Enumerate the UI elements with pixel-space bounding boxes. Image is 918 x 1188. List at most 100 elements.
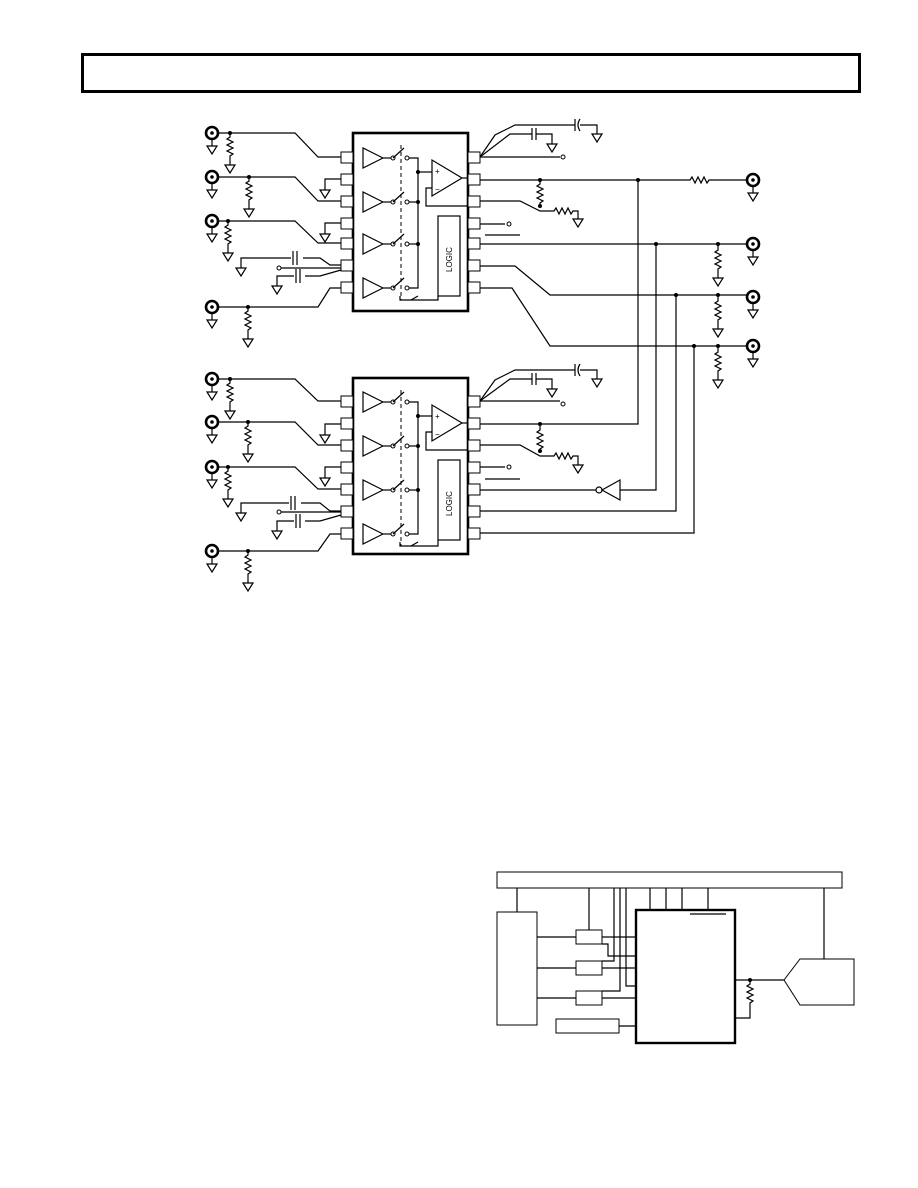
bnc-connector-icon	[204, 371, 220, 387]
capacitor-icon	[292, 250, 298, 266]
ground-icon	[206, 385, 218, 401]
resistor-icon	[226, 378, 234, 406]
bottom-schematic: + − LOGIC	[204, 180, 695, 592]
left-block	[496, 911, 538, 1026]
logic-label-bottom: LOGIC	[445, 491, 454, 516]
ground-icon	[206, 227, 218, 243]
ground-icon	[572, 458, 584, 474]
opamp-minus-label: −	[435, 430, 440, 439]
buffer-icon	[362, 479, 384, 501]
switch-icon	[390, 233, 405, 247]
bus-bar	[496, 871, 843, 889]
ground-icon	[712, 322, 724, 338]
ground-icon	[591, 127, 603, 143]
opamp-plus-label: +	[435, 167, 440, 176]
ground-icon	[206, 313, 218, 329]
opamp-plus-label: +	[435, 412, 440, 421]
latch-block-2	[575, 960, 603, 976]
latch-block-1	[575, 929, 603, 945]
latch-block-3	[575, 990, 603, 1006]
inverter-icon	[600, 478, 621, 502]
chip-bottom-right-pins	[467, 395, 481, 540]
buffer-icon	[362, 147, 384, 169]
ground-icon	[242, 576, 254, 592]
buffer-icon	[362, 523, 384, 545]
resistor-icon	[224, 466, 232, 494]
ground-icon	[319, 183, 331, 199]
switch-icon	[390, 277, 405, 291]
ground-icon	[222, 492, 234, 508]
ground-icon	[747, 186, 759, 202]
bnc-connector-icon	[204, 543, 220, 559]
resistor-icon	[536, 425, 544, 453]
opamp-minus-label: −	[435, 185, 440, 194]
capacitor-icon	[295, 513, 301, 529]
ground-icon	[206, 139, 218, 155]
buffer-icon	[362, 233, 384, 255]
resistor-icon	[536, 179, 544, 207]
chip-bottom-left-pins	[340, 395, 354, 540]
resistor-icon	[226, 132, 234, 160]
system-block-diagram	[496, 871, 855, 1045]
resistor-icon	[245, 176, 253, 204]
resistor-icon	[244, 306, 252, 334]
ground-icon	[206, 428, 218, 444]
ground-icon	[235, 506, 247, 522]
ground-icon	[243, 202, 255, 218]
buffer-icon	[362, 391, 384, 413]
resistor-icon	[714, 296, 722, 324]
bnc-connector-icon	[745, 172, 761, 188]
resistor-icon	[685, 176, 713, 184]
ground-icon	[546, 137, 558, 153]
ground-icon	[747, 303, 759, 319]
capacitor-icon	[290, 495, 296, 511]
logic-block-bottom	[437, 459, 461, 541]
switch-icon	[390, 191, 405, 205]
buffer-icon	[362, 191, 384, 213]
ground-icon	[271, 524, 283, 540]
ground-icon	[206, 473, 218, 489]
ground-icon	[712, 271, 724, 287]
switch-icon	[390, 391, 405, 405]
ground-icon	[224, 404, 236, 420]
resistor-icon	[224, 220, 232, 248]
ground-icon	[572, 212, 584, 228]
ground-icon	[546, 382, 558, 398]
bnc-connector-icon	[204, 459, 220, 475]
buffer-icon	[362, 277, 384, 299]
display-monitor-block	[783, 958, 855, 1006]
ground-icon	[712, 373, 724, 389]
bnc-connector-icon	[745, 236, 761, 252]
switch-icon	[390, 523, 405, 537]
chip-top-right-pins	[467, 151, 481, 294]
oscillator-block	[555, 1018, 620, 1034]
resistor-icon	[549, 207, 577, 215]
bnc-connector-icon	[204, 414, 220, 430]
resistor-icon	[244, 550, 252, 578]
capacitor-icon	[295, 268, 301, 284]
buffer-icon	[362, 435, 384, 457]
ground-icon	[747, 250, 759, 266]
header-box	[81, 53, 861, 93]
resistor-icon	[714, 245, 722, 273]
bnc-connector-icon	[204, 125, 220, 141]
resistor-icon	[714, 347, 722, 375]
bnc-connector-icon	[204, 213, 220, 229]
opamp-bottom	[431, 403, 464, 443]
ground-icon	[747, 352, 759, 368]
ground-icon	[206, 557, 218, 573]
bnc-connector-icon	[745, 338, 761, 354]
ground-icon	[591, 372, 603, 388]
resistor-icon	[746, 979, 754, 1007]
ground-icon	[319, 227, 331, 243]
top-schematic: + − LOGIC	[204, 118, 761, 389]
ground-icon	[319, 471, 331, 487]
bnc-connector-icon	[204, 299, 220, 315]
ground-icon	[242, 447, 254, 463]
ground-icon	[206, 183, 218, 199]
switch-icon	[390, 435, 405, 449]
resistor-icon	[244, 421, 252, 449]
ground-icon	[222, 246, 234, 262]
ground-icon	[235, 261, 247, 277]
